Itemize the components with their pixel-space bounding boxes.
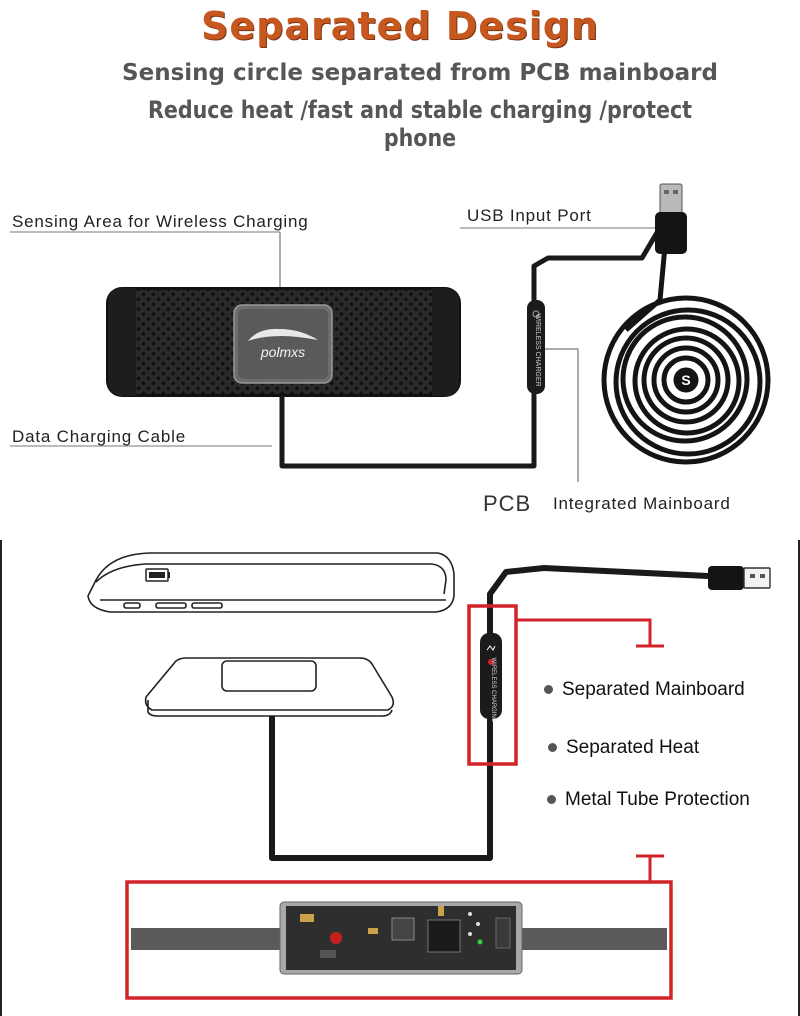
charging-cable <box>269 565 709 861</box>
pcb-label-suffix: Integrated Mainboard <box>553 494 731 513</box>
bullet-label: Separated Mainboard <box>562 679 745 700</box>
bullet-item: Separated Mainboard <box>544 679 745 701</box>
bullet-dot-icon <box>547 795 556 805</box>
pcb-label-prefix: PCB <box>483 491 532 516</box>
module-label: WIRELESS CHARGING <box>490 657 496 722</box>
module-highlight-box <box>467 604 518 766</box>
wireless-charger-module <box>527 300 545 394</box>
sensing-area-label: Sensing Area for Wireless Charging <box>12 212 309 231</box>
pcb-highlight-box <box>125 880 673 1000</box>
subtitle-line-1: Sensing circle separated from PCB mainbo… <box>122 60 718 86</box>
charging-pad-outline <box>144 657 395 717</box>
page-title: Separated Design <box>201 4 599 48</box>
coiled-cable <box>601 213 771 465</box>
bullet-dot-icon <box>544 685 553 695</box>
module-bracket <box>516 618 652 646</box>
s-logo-icon: S <box>681 372 690 388</box>
data-charging-cable <box>279 212 671 469</box>
bottom-diagram: WIRELESS CHARGING <box>87 552 771 1000</box>
data-cable-label: Data Charging Cable <box>12 427 186 446</box>
charging-pad <box>106 287 461 397</box>
bullet-item: Separated Heat <box>548 737 699 759</box>
bullet-dot-icon <box>548 743 557 753</box>
charger-module <box>480 633 502 719</box>
pcb-pointer-line <box>542 348 579 482</box>
top-diagram: polmxs WIRELESS CHARGER S <box>10 183 771 482</box>
phone-illustration <box>87 552 455 613</box>
usb-plug-icon <box>655 183 687 254</box>
brand-logo: polmxs <box>260 344 305 360</box>
usb-plug-icon <box>708 566 771 590</box>
bullet-label: Metal Tube Protection <box>565 789 750 810</box>
battery-icon <box>145 568 170 582</box>
bullet-item: Metal Tube Protection <box>547 789 750 811</box>
pcb-cross-section <box>131 901 667 975</box>
usb-port-label: USB Input Port <box>467 206 592 225</box>
bottom-panel <box>0 540 800 1016</box>
subtitle-line-2: Reduce heat /fast and stable charging /p… <box>147 96 693 152</box>
bullet-label: Separated Heat <box>566 737 700 758</box>
module-label: WIRELESS CHARGER <box>534 313 541 386</box>
